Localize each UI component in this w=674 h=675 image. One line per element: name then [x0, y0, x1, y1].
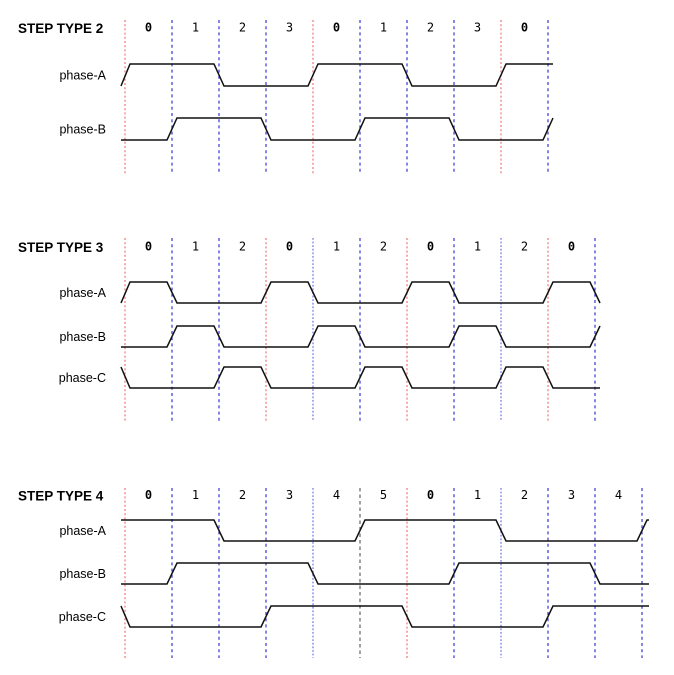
section-title: STEP TYPE 3 [18, 240, 104, 255]
step-number-label: 1 [333, 240, 340, 254]
phase-label: phase-C [59, 610, 106, 624]
timing-section: STEP TYPE 3 0 1 2 0 1 2 0 1 2 0 phase-A phase-B phase… [18, 238, 601, 421]
step-number-label: 3 [568, 488, 575, 502]
step-number-label: 1 [474, 240, 481, 254]
step-number-label: 0 [427, 240, 434, 254]
step-number-label: 2 [380, 240, 387, 254]
step-number-label: 0 [568, 240, 575, 254]
step-number-label: 3 [286, 21, 293, 35]
phase-waveform [121, 562, 649, 585]
step-number-label: 0 [427, 488, 434, 502]
step-number-label: 2 [521, 488, 528, 502]
step-number-label: 1 [192, 240, 199, 254]
step-number-label: 2 [521, 240, 528, 254]
step-number-label: 2 [239, 21, 246, 35]
step-number-label: 0 [286, 240, 293, 254]
step-number-label: 0 [145, 488, 152, 502]
phase-label: phase-B [59, 330, 106, 344]
section-title: STEP TYPE 2 [18, 21, 103, 36]
step-number-label: 4 [333, 488, 340, 502]
phase-waveform [120, 63, 553, 87]
phase-label: phase-B [59, 567, 106, 581]
phase-waveform [120, 281, 601, 304]
timing-section: STEP TYPE 2 0 1 2 3 0 1 2 3 0 phase-A phase-B [18, 20, 554, 174]
step-number-label: 0 [333, 21, 340, 35]
phase-label: phase-B [59, 123, 106, 137]
step-number-label: 5 [380, 488, 387, 502]
step-number-label: 1 [380, 21, 387, 35]
step-number-label: 2 [427, 21, 434, 35]
step-number-label: 1 [474, 488, 481, 502]
phase-waveform [121, 519, 649, 542]
step-number-label: 2 [239, 488, 246, 502]
step-number-label: 1 [192, 488, 199, 502]
phase-waveform [121, 325, 601, 348]
step-number-label: 1 [192, 21, 199, 35]
step-number-label: 0 [145, 240, 152, 254]
phase-label: phase-A [59, 524, 106, 538]
step-number-label: 3 [474, 21, 481, 35]
phase-label: phase-A [59, 69, 106, 83]
step-number-label: 2 [239, 240, 246, 254]
step-number-label: 0 [521, 21, 528, 35]
phase-waveform [120, 605, 649, 628]
phase-waveform [121, 117, 554, 141]
section-title: STEP TYPE 4 [18, 489, 104, 504]
step-number-label: 0 [145, 21, 152, 35]
phase-label: phase-C [59, 371, 106, 385]
step-number-label: 3 [286, 488, 293, 502]
phase-waveform [120, 366, 600, 389]
step-number-label: 4 [615, 488, 622, 502]
phase-label: phase-A [59, 286, 106, 300]
timing-section: STEP TYPE 4 0 1 2 3 4 5 0 1 2 3 4 phase-A phase-B phas… [18, 488, 649, 658]
